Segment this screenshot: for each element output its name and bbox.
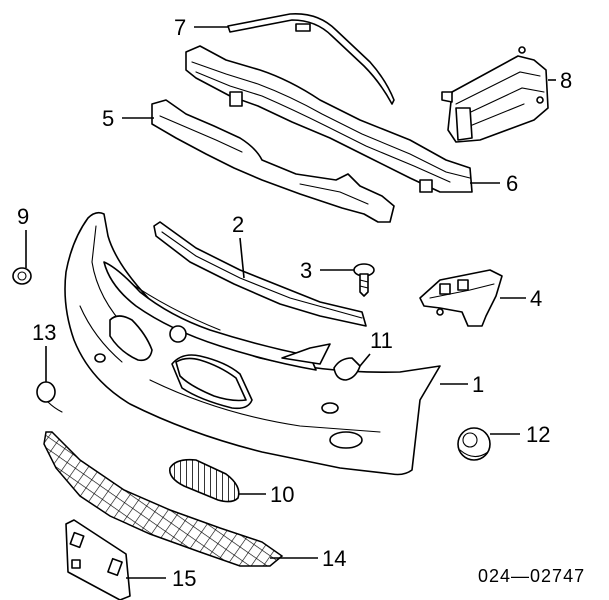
callout-14: 14 bbox=[322, 546, 346, 571]
callout-13: 13 bbox=[32, 320, 56, 345]
part-4-bracket bbox=[419, 269, 503, 327]
callout-11: 11 bbox=[370, 328, 393, 353]
callout-9: 9 bbox=[17, 204, 29, 229]
leader-lines bbox=[25, 26, 556, 579]
part-6-bumper-carrier bbox=[185, 45, 473, 193]
callout-6: 6 bbox=[506, 171, 518, 196]
part-11-clip bbox=[333, 357, 361, 381]
part-2-moulding-strip bbox=[153, 221, 367, 327]
callout-1: 1 bbox=[472, 372, 484, 397]
callout-labels: 7 5 6 8 9 2 3 4 13 11 1 12 10 14 15 bbox=[17, 15, 572, 591]
part-7-trim-strip bbox=[227, 13, 395, 105]
callout-8: 8 bbox=[560, 68, 572, 93]
part-5-absorber bbox=[151, 99, 395, 223]
reference-code: 024—02747 bbox=[478, 566, 585, 586]
part-9-plug bbox=[12, 267, 32, 285]
callout-3: 3 bbox=[300, 258, 312, 283]
part-10-grille bbox=[168, 458, 240, 503]
callout-4: 4 bbox=[530, 286, 542, 311]
part-8-side-bracket bbox=[441, 46, 549, 143]
part-1-bumper-cover bbox=[64, 211, 441, 476]
part-14-lower-grille bbox=[43, 431, 284, 567]
callout-7: 7 bbox=[174, 15, 186, 40]
part-12-grommet bbox=[457, 427, 491, 461]
callout-2: 2 bbox=[232, 212, 244, 237]
callout-15: 15 bbox=[172, 566, 196, 591]
callout-12: 12 bbox=[526, 422, 550, 447]
part-15-plate-bracket bbox=[65, 519, 131, 600]
part-13-cap bbox=[36, 381, 63, 413]
callout-10: 10 bbox=[270, 482, 294, 507]
part-3-screw bbox=[353, 263, 375, 297]
callout-5: 5 bbox=[102, 106, 114, 131]
